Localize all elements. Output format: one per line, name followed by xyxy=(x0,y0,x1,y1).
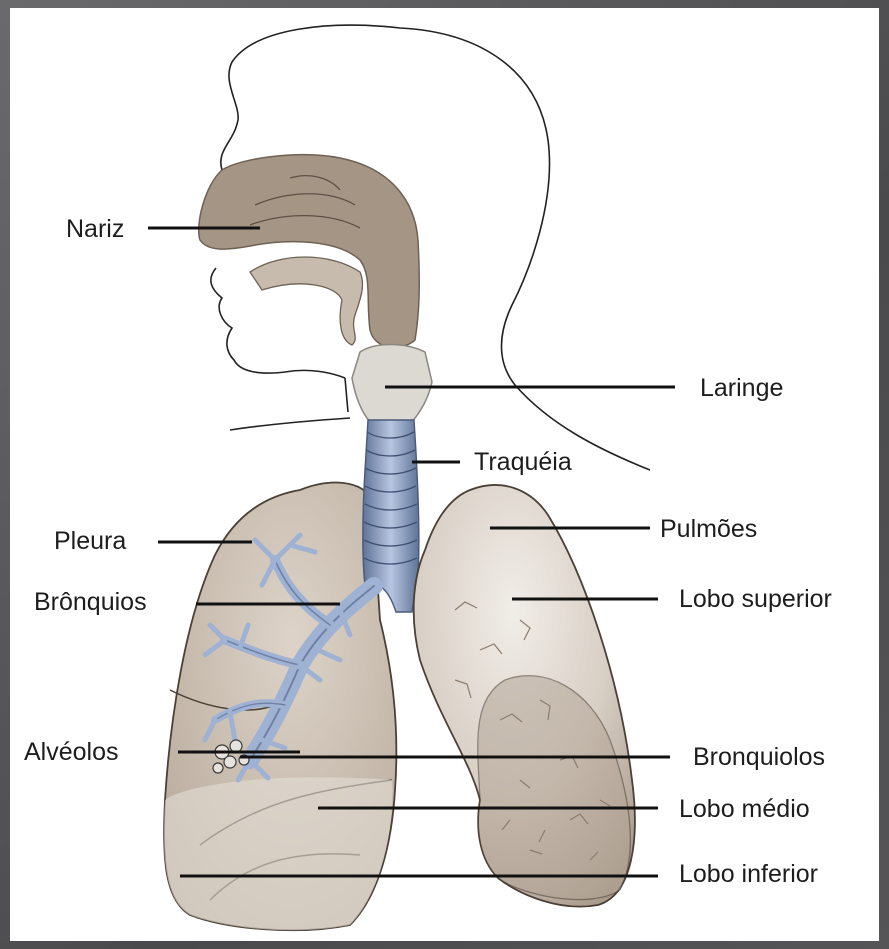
label-alveolos: Alvéolos xyxy=(24,738,119,766)
larynx xyxy=(352,345,432,423)
label-lobo-medio: Lobo médio xyxy=(679,795,810,823)
label-bronquiolos: Bronquiolos xyxy=(693,743,825,771)
label-nariz: Nariz xyxy=(66,215,124,243)
label-bronquios: Brônquios xyxy=(34,588,147,616)
left-lung-lower-lobe xyxy=(164,777,392,930)
label-lobo-superior: Lobo superior xyxy=(679,585,832,613)
label-pulmoes: Pulmões xyxy=(660,515,757,543)
oral-palate xyxy=(250,257,363,345)
label-laringe: Laringe xyxy=(700,374,783,402)
label-pleura: Pleura xyxy=(54,527,126,555)
nasal-cavity xyxy=(199,155,420,347)
label-lobo-inferior: Lobo inferior xyxy=(679,860,818,888)
label-traqueia: Traquéia xyxy=(474,448,572,476)
head-outline xyxy=(211,25,650,470)
